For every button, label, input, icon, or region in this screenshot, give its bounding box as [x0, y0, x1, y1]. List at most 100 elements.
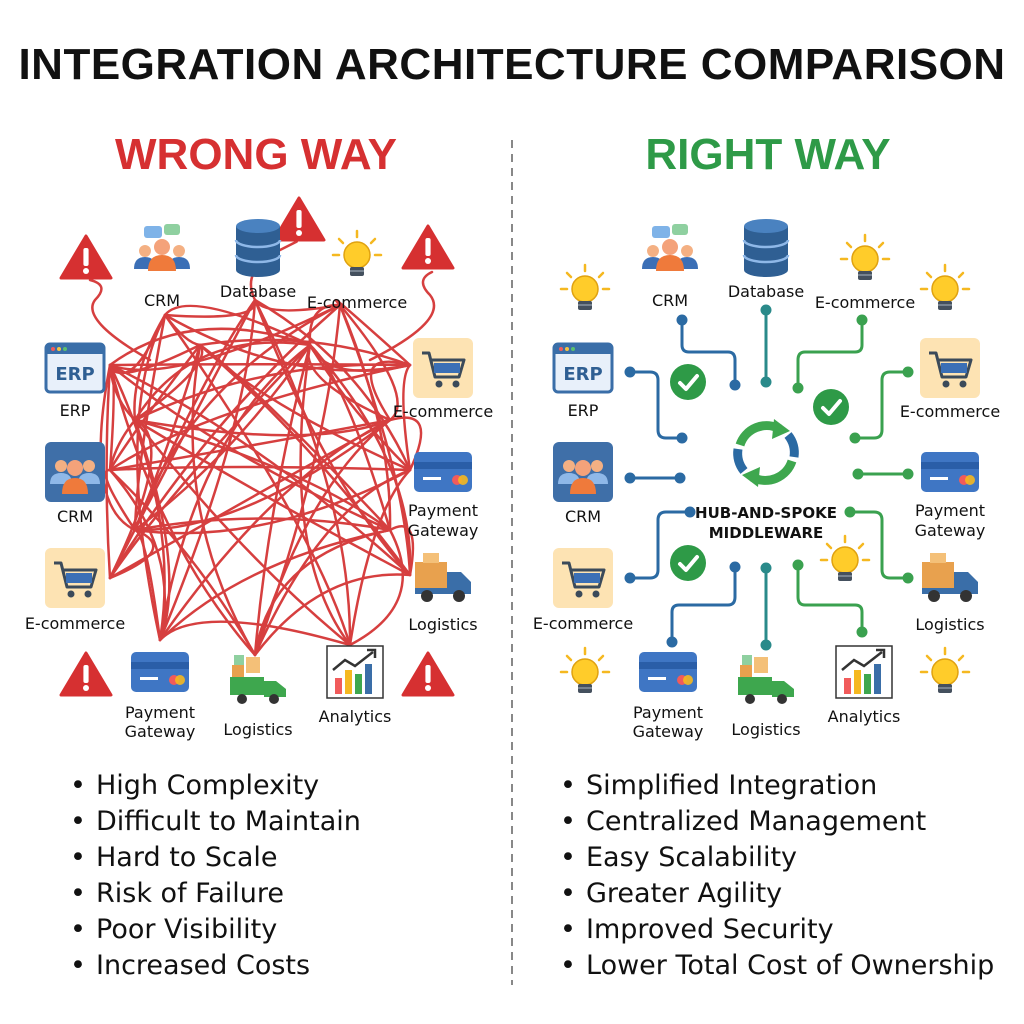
tangled-link	[163, 304, 312, 347]
tangled-link	[133, 418, 352, 647]
tangled-link	[108, 343, 202, 375]
right-way-bullets: Simplified Integration Centralized Manag…	[560, 768, 994, 984]
hub-label: HUB-AND-SPOKE	[695, 504, 837, 522]
tangled-link	[133, 528, 162, 642]
wrong-way-heading: WRONG WAY	[115, 130, 397, 179]
lightbulb-icon	[919, 646, 971, 695]
lightbulb-icon	[919, 263, 971, 312]
logistics-label: Logistics	[731, 720, 800, 739]
database-icon	[234, 217, 282, 279]
tangled-link	[104, 468, 137, 532]
tangled-link	[308, 343, 412, 372]
tangled-link	[338, 303, 399, 422]
warning-icon	[401, 651, 455, 697]
crm-people-icon	[642, 224, 698, 271]
tangled-link	[308, 343, 392, 532]
tangled-link	[133, 418, 392, 532]
sync-icon	[738, 419, 795, 487]
crm-people-icon	[45, 442, 105, 502]
tangled-link	[133, 313, 167, 422]
lightbulb-icon	[839, 233, 891, 282]
erp-label: ERP	[568, 401, 599, 420]
lightbulb-icon	[331, 229, 383, 278]
tangled-link	[253, 298, 412, 472]
tangled-link	[133, 363, 412, 422]
logistics-label: Logistics	[408, 615, 477, 634]
warning-icon	[59, 651, 113, 697]
database-label: Database	[728, 282, 804, 301]
tangled-link	[158, 620, 352, 647]
lightbulb-icon	[559, 646, 611, 695]
tangled-link	[108, 363, 137, 422]
truck-icon	[738, 655, 794, 704]
list-item: Greater Agility	[560, 876, 994, 912]
tangled-link	[388, 525, 415, 577]
card-icon	[414, 452, 472, 492]
erp-label: ERP	[60, 401, 91, 420]
tangled-link	[133, 468, 412, 535]
analytics-chart-icon	[834, 644, 894, 700]
list-item: Increased Costs	[70, 948, 361, 984]
card-icon	[921, 452, 979, 492]
tangled-link	[308, 303, 342, 347]
tangled-link	[133, 341, 312, 422]
cart-icon	[43, 546, 107, 610]
list-item: Centralized Management	[560, 804, 994, 840]
tangled-link	[133, 313, 167, 532]
spoke-connections	[624, 304, 914, 651]
tangled-link	[299, 343, 352, 647]
crm-label: CRM	[144, 291, 180, 310]
list-item: Lower Total Cost of Ownership	[560, 948, 994, 984]
card-icon	[131, 652, 189, 692]
tangled-link	[308, 343, 412, 472]
list-item: Simplified Integration	[560, 768, 994, 804]
tangled-link	[348, 468, 412, 647]
ecommerce-label: E-commerce	[533, 614, 633, 633]
tangled-link	[133, 298, 257, 532]
tangled-link	[402, 363, 412, 472]
check-icon	[811, 387, 851, 427]
tangled-link	[133, 343, 202, 532]
tangled-link	[307, 343, 392, 422]
gateway-label: Gateway	[633, 722, 704, 741]
tangled-link	[133, 343, 312, 532]
crm-label: CRM	[652, 291, 688, 310]
analytics-chart-icon	[325, 644, 385, 700]
tangled-link	[88, 278, 152, 362]
tangled-link	[108, 418, 137, 472]
tangled-link	[163, 313, 202, 347]
list-item: Improved Security	[560, 912, 994, 948]
logistics-label: Logistics	[915, 615, 984, 634]
wrong-way-bullets: High Complexity Difficult to Maintain Ha…	[70, 768, 361, 984]
tangled-link	[133, 418, 171, 642]
warning-icon	[401, 224, 455, 270]
crm-label: CRM	[57, 507, 93, 526]
tangled-link	[198, 343, 392, 532]
payment-label: Payment	[915, 501, 985, 520]
analytics-label: Analytics	[319, 707, 392, 726]
crm-people-icon	[553, 442, 613, 502]
ecommerce-label: E-commerce	[307, 293, 407, 312]
gateway-label: Gateway	[408, 521, 479, 540]
tangled-link	[253, 528, 392, 657]
list-item: Risk of Failure	[70, 876, 361, 912]
lightbulb-icon	[819, 534, 871, 583]
analytics-label: Analytics	[828, 707, 901, 726]
check-icon	[668, 543, 708, 583]
payment-label: Payment	[633, 703, 703, 722]
lightbulb-icon	[559, 263, 611, 312]
ecommerce-label: E-commerce	[25, 614, 125, 633]
warning-icon	[272, 196, 326, 242]
check-icon	[668, 362, 708, 402]
truck-icon	[415, 553, 471, 602]
list-item: Hard to Scale	[70, 840, 361, 876]
tangled-link	[163, 313, 352, 647]
tangled-link	[108, 343, 312, 580]
payment-label: Payment	[125, 703, 195, 722]
hub-label: MIDDLEWARE	[709, 524, 824, 542]
logistics-label: Logistics	[223, 720, 292, 739]
card-icon	[639, 652, 697, 692]
cart-icon	[918, 336, 982, 400]
list-item: Poor Visibility	[70, 912, 361, 948]
truck-icon	[230, 655, 286, 704]
